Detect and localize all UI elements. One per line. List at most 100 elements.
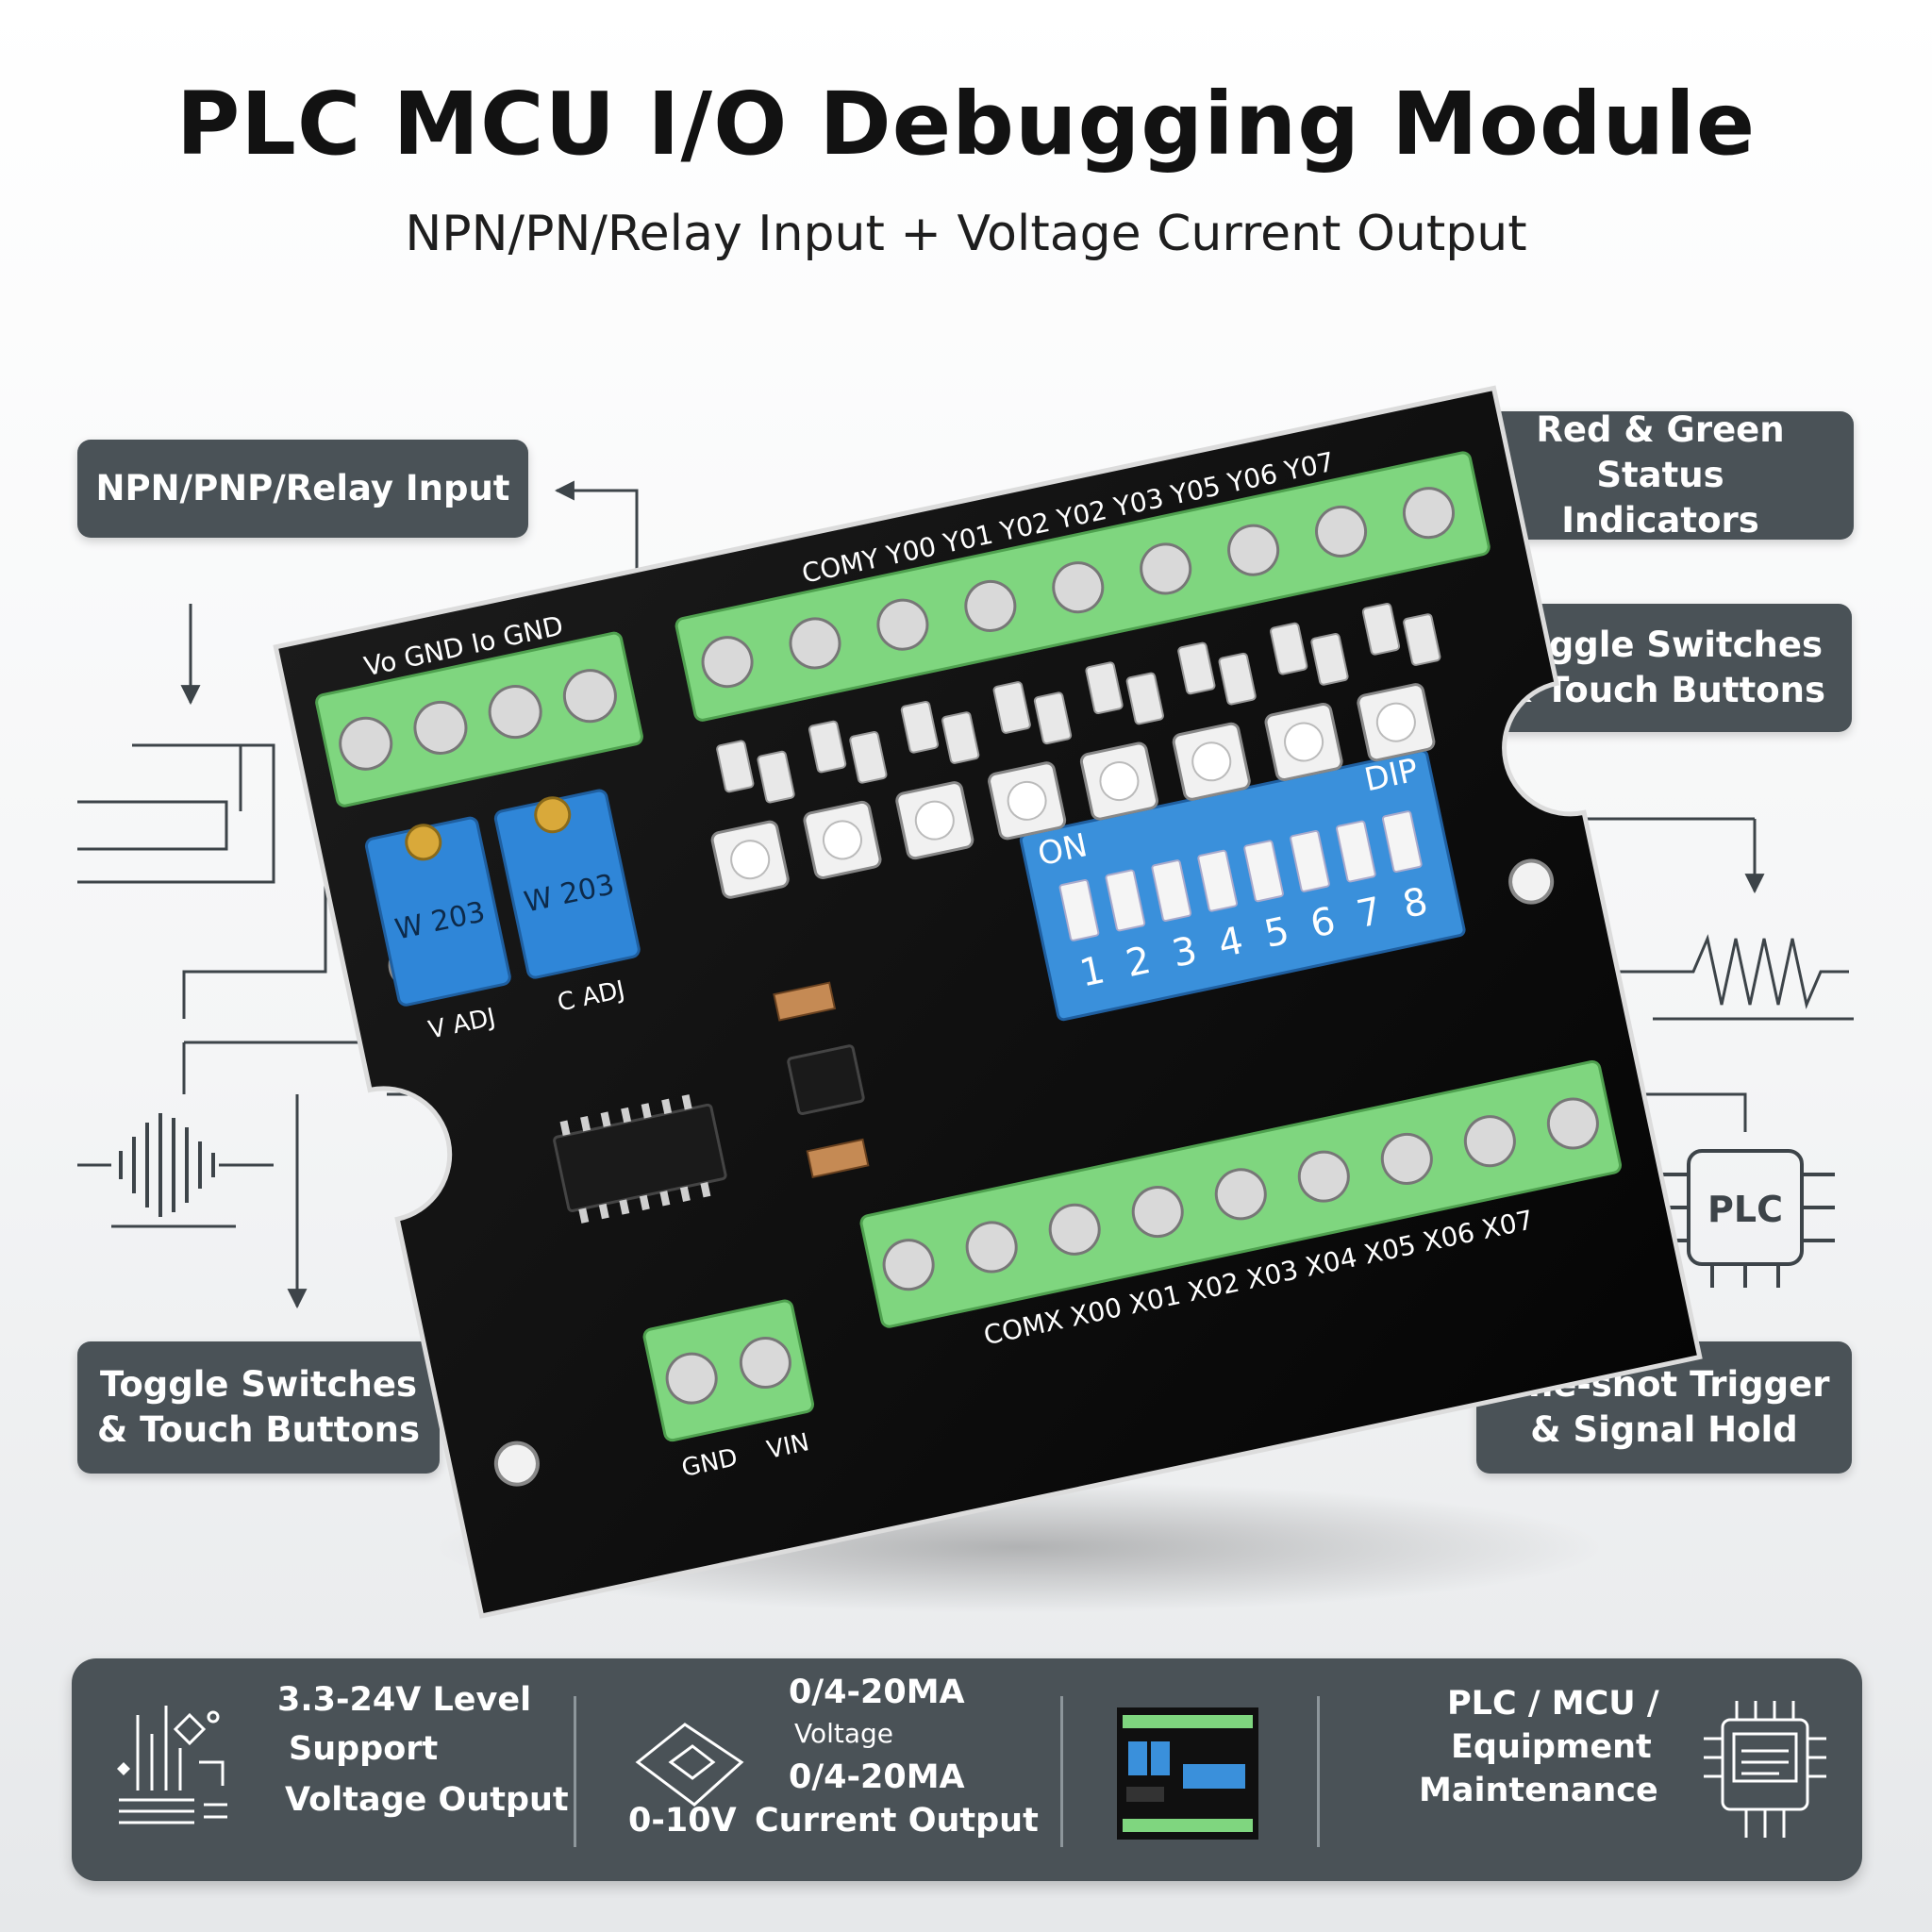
feature-output-line1: 0/4-20MA — [789, 1674, 965, 1711]
ic-pin — [559, 1120, 571, 1136]
ic-pin — [621, 1107, 632, 1124]
ic-pin — [679, 1186, 691, 1202]
plc-chip-label: PLC — [1707, 1189, 1783, 1230]
output-terminal-screw — [789, 617, 841, 670]
module-output-icon — [635, 1723, 744, 1807]
feature-level-line2: Support — [289, 1730, 439, 1768]
dip-lever — [1243, 840, 1284, 903]
ic-pin — [578, 1208, 590, 1224]
tactile-button-cap — [1099, 761, 1140, 802]
feature-divider — [1317, 1696, 1320, 1847]
input-terminal-screw — [1297, 1150, 1350, 1203]
ic-chip — [553, 1103, 727, 1212]
output-terminal-screw — [701, 636, 754, 689]
ic-pin — [681, 1094, 692, 1110]
output-terminal-screw — [1315, 505, 1368, 558]
level-support-icon — [117, 1706, 227, 1824]
ic-pin — [598, 1203, 609, 1220]
dip-lever — [1151, 859, 1192, 922]
input-terminal-screw — [1131, 1186, 1184, 1239]
status-led — [1218, 652, 1257, 706]
status-led — [1033, 691, 1073, 745]
feature-level-line1: 3.3-24V Level — [277, 1681, 532, 1719]
terminal-block-output-analog — [315, 631, 643, 808]
status-led — [941, 711, 980, 764]
input-terminal-screw — [1380, 1132, 1433, 1185]
output-terminal-screw — [1052, 561, 1105, 614]
status-led — [716, 740, 755, 793]
status-led — [1125, 672, 1164, 725]
status-led — [808, 720, 847, 774]
output-terminal-screw — [964, 579, 1017, 632]
status-led — [1085, 661, 1124, 715]
callout-switches-left-line2: & Touch Buttons — [96, 1409, 421, 1450]
status-led — [757, 750, 795, 804]
status-led — [900, 700, 940, 754]
feature-divider — [574, 1696, 576, 1847]
ic-pin — [659, 1191, 671, 1207]
callout-input-types-text: NPN/PNP/Relay Input — [95, 468, 510, 508]
input-terminal-screw — [1048, 1203, 1101, 1256]
callout-switches-left: Toggle Switches& Touch Buttons — [77, 1341, 440, 1474]
callout-switches-right-line1: Toggle Switches — [1506, 625, 1823, 665]
feature-output-line3: 0/4-20MA — [789, 1758, 965, 1796]
tactile-button-cap — [1284, 722, 1324, 762]
input-terminal-screw — [1463, 1115, 1516, 1168]
dip-lever — [1381, 810, 1423, 874]
ic-pin — [580, 1115, 591, 1132]
callout-input-types: NPN/PNP/Relay Input — [77, 440, 528, 538]
tactile-button-cap — [822, 820, 862, 860]
ic-pin — [600, 1111, 611, 1127]
callout-trigger-line2: & Signal Hold — [1530, 1409, 1798, 1450]
ic-pin — [641, 1103, 652, 1119]
callout-status-line2: Indicators — [1561, 500, 1759, 541]
chip-maintenance-icon — [1704, 1701, 1826, 1838]
dip-lever — [1105, 869, 1146, 932]
feature-divider — [1060, 1696, 1063, 1847]
tactile-button-cap — [1375, 702, 1416, 742]
status-led — [1403, 613, 1441, 666]
board-thumbnail-icon — [1117, 1707, 1258, 1840]
capacitor — [806, 1138, 870, 1178]
capacitor — [773, 981, 837, 1022]
status-led — [849, 731, 888, 784]
callout-switches-left-line1: Toggle Switches — [100, 1364, 417, 1405]
output-terminal-screw — [1402, 487, 1455, 540]
transistor — [787, 1044, 865, 1116]
status-led — [1270, 622, 1308, 675]
tactile-button-cap — [1191, 741, 1232, 782]
feature-maint-line3: Maintenance — [1419, 1772, 1658, 1809]
page-subtitle: NPN/PN/Relay Input + Voltage Current Out… — [405, 206, 1527, 262]
feature-maint-line2: Equipment — [1451, 1728, 1652, 1766]
ic-pin — [661, 1098, 673, 1115]
feature-level-line3: Voltage Output — [285, 1781, 569, 1819]
dip-lever — [1058, 878, 1100, 941]
ic-pin — [639, 1194, 650, 1211]
input-terminal-screw — [882, 1239, 935, 1291]
tactile-button-cap — [730, 840, 771, 880]
input-terminal-screw — [1214, 1168, 1267, 1221]
input-terminal-screw — [965, 1221, 1018, 1274]
mount-hole — [1508, 858, 1555, 905]
status-led — [1361, 603, 1401, 656]
dip-lever — [1336, 820, 1376, 883]
feature-output-line4: 0-10V — [628, 1802, 737, 1840]
dip-lever — [1197, 849, 1239, 912]
feature-bar: 3.3-24V Level Support Voltage Output 0/4… — [72, 1658, 1862, 1881]
tactile-button-cap — [914, 800, 955, 841]
status-led — [1310, 633, 1349, 686]
ic-pin — [619, 1199, 630, 1215]
terminal-block-power — [642, 1299, 815, 1442]
output-terminal-screw — [876, 598, 929, 651]
feature-output-line2: Voltage — [794, 1718, 894, 1749]
potentiometer-current: W 203 — [493, 789, 641, 979]
page-title: PLC MCU I/O Debugging Module — [175, 74, 1757, 175]
dip-lever — [1290, 830, 1330, 892]
status-led — [1177, 641, 1216, 695]
mount-hole — [493, 1441, 540, 1487]
ic-pin — [700, 1182, 711, 1198]
callout-status-line1: Red & Green Status — [1536, 409, 1785, 495]
output-terminal-screw — [1227, 524, 1280, 576]
